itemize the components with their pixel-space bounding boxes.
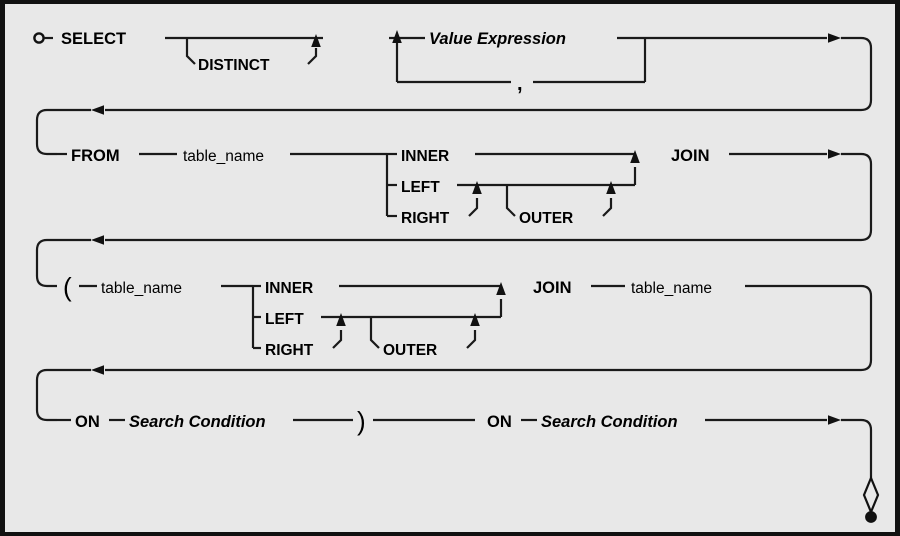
branch-outer-paren: OUTER	[369, 313, 480, 359]
token-outer-paren: OUTER	[383, 342, 437, 359]
token-table-name-right: table_name	[631, 280, 712, 297]
arrow-up-comma-rejoin	[392, 30, 402, 43]
token-inner-from: INNER	[401, 148, 449, 165]
start-terminator-icon	[33, 32, 53, 44]
token-left-paren: LEFT	[265, 311, 304, 328]
token-open-paren: (	[63, 272, 72, 302]
token-table-name-left: table_name	[101, 280, 182, 297]
token-right-from: RIGHT	[401, 210, 450, 227]
token-distinct: DISTINCT	[198, 57, 270, 74]
arrow-up-outer-rejoin	[606, 181, 616, 194]
arrow-up-merge-paren	[496, 282, 506, 295]
rail-right-rejoin	[468, 198, 479, 217]
rail-to-end-terminator	[841, 418, 873, 480]
token-from: FROM	[71, 147, 120, 165]
arrow-right-row1-wrap	[828, 33, 841, 43]
rail-row3-to-row4-wrap	[105, 284, 873, 372]
token-join-from: JOIN	[671, 147, 710, 165]
rail-wrap-down-to-from	[35, 108, 91, 156]
rail-row2-to-row3-wrap	[105, 152, 873, 242]
arrow-up-right-rejoin-2	[336, 313, 346, 326]
row-select: SELECT DISTINCT Value Expression ,	[33, 30, 873, 156]
token-select: SELECT	[61, 30, 126, 48]
rail-row1-to-row2-wrap	[105, 36, 873, 112]
arrow-left-row3-feed	[91, 235, 104, 245]
end-terminator-icon	[862, 475, 880, 523]
rail-wrap-down-to-paren	[35, 238, 91, 288]
branch-distinct: DISTINCT	[185, 34, 321, 74]
token-search-condition-2: Search Condition	[541, 413, 678, 431]
loop-comma: ,	[397, 38, 647, 95]
token-right-paren: RIGHT	[265, 342, 314, 359]
arrow-up-distinct-rejoin	[311, 34, 321, 47]
token-on-1: ON	[75, 413, 100, 431]
branch-outer-from: OUTER	[505, 181, 616, 227]
token-outer-from: OUTER	[519, 210, 573, 227]
arrow-left-row4-feed	[91, 365, 104, 375]
arrow-right-end	[828, 415, 841, 425]
token-value-expression: Value Expression	[429, 30, 566, 48]
railroad-diagram-canvas: SELECT DISTINCT Value Expression ,	[33, 30, 880, 523]
arrow-up-merge-from	[630, 150, 640, 163]
token-join-paren: JOIN	[533, 279, 572, 297]
token-on-2: ON	[487, 413, 512, 431]
row-on: ON Search Condition ) ON Search Conditio…	[57, 406, 880, 523]
arrow-right-row2-wrap	[828, 149, 841, 159]
rail-wrap-down-to-on	[35, 368, 91, 422]
row-from: FROM table_name INNER LEFT RIGHT OUTER	[35, 147, 873, 288]
token-comma: ,	[517, 73, 523, 95]
token-inner-paren: INNER	[265, 280, 313, 297]
arrow-left-row2-feed	[91, 105, 104, 115]
token-left-from: LEFT	[401, 179, 440, 196]
arrow-up-right-rejoin	[472, 181, 482, 194]
rail-right-rejoin-2	[332, 330, 343, 349]
token-search-condition-1: Search Condition	[129, 413, 266, 431]
row-paren-join: ( table_name INNER LEFT RIGHT OUTER	[35, 272, 873, 422]
token-close-paren: )	[357, 406, 366, 436]
token-table-name-from: table_name	[183, 148, 264, 165]
arrow-up-outer-rejoin-2	[470, 313, 480, 326]
